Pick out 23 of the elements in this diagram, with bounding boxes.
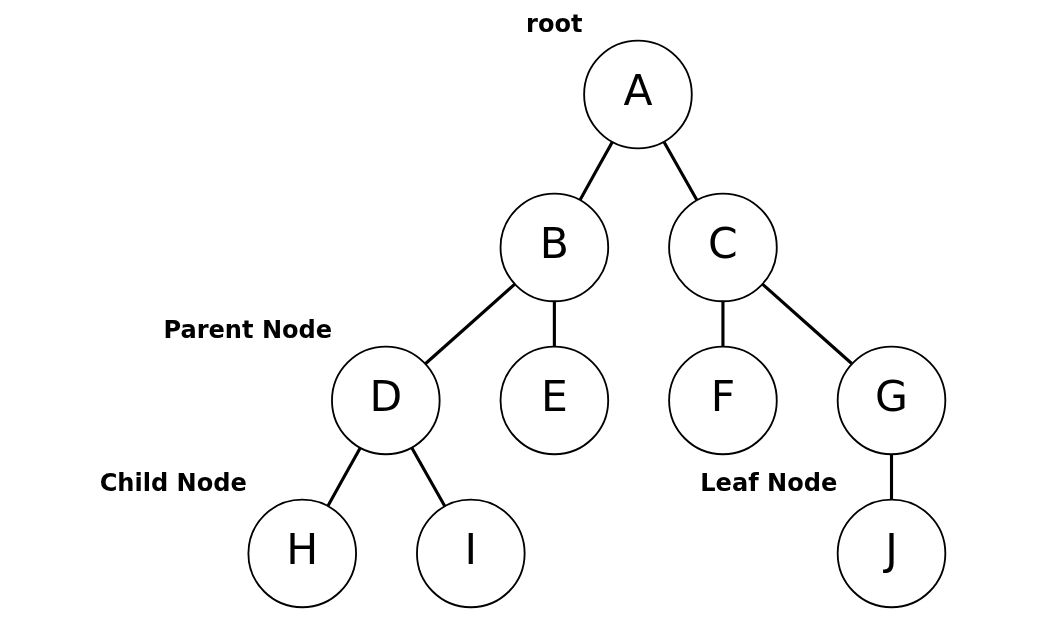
node-label: Child Node xyxy=(99,468,247,497)
node-circle: H xyxy=(247,498,357,609)
node-label: Leaf Node xyxy=(700,468,838,497)
connector xyxy=(721,301,725,347)
connector xyxy=(889,454,894,500)
node-circle: E xyxy=(499,345,610,456)
node-circle: J xyxy=(836,498,947,609)
connector xyxy=(662,141,699,201)
connector xyxy=(578,141,614,201)
node-circle: I xyxy=(416,498,526,609)
connector xyxy=(552,301,556,347)
connector xyxy=(326,447,362,507)
node-circle: B xyxy=(499,192,610,303)
connector xyxy=(424,282,516,365)
connector xyxy=(410,446,447,507)
node-label: root xyxy=(526,9,583,38)
node-circle: G xyxy=(836,345,947,456)
node-circle: D xyxy=(331,345,441,456)
node-circle: C xyxy=(668,192,778,303)
node-circle: A xyxy=(583,39,693,150)
node-circle: F xyxy=(668,345,778,456)
node-label: Parent Node xyxy=(163,315,333,344)
connector xyxy=(761,282,853,365)
